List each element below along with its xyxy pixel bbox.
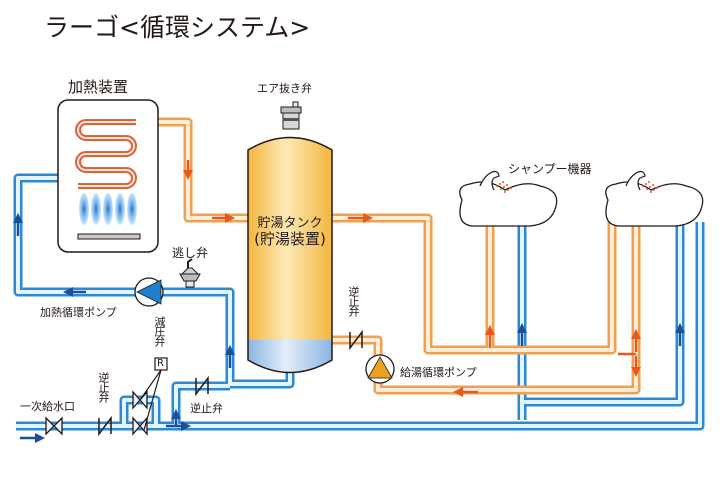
burner-flames-icon bbox=[79, 193, 137, 225]
shampoo-unit-1-icon bbox=[459, 170, 558, 227]
tank-inlet-check-valve-icon bbox=[195, 375, 209, 397]
tank-label-line1: 貯湯タンク bbox=[257, 216, 323, 231]
regulator-mark: R bbox=[157, 358, 164, 369]
supply-circulation-pump-icon bbox=[365, 354, 395, 384]
heater-label: 加熱装置 bbox=[68, 78, 129, 96]
relief-valve-label: 逃し弁 bbox=[172, 246, 209, 260]
storage-tank bbox=[247, 136, 333, 374]
shampoo-equipment-label: シャンプー機器 bbox=[508, 162, 592, 176]
tank-inlet-check-valve-label: 逆止弁 bbox=[190, 402, 223, 415]
burner-plate-icon bbox=[77, 233, 141, 240]
water-inlet-label: 一次給水口 bbox=[20, 400, 75, 413]
air-vent-valve-icon bbox=[280, 101, 302, 130]
relief-valve-icon bbox=[179, 258, 201, 288]
flow-arrows bbox=[13, 160, 685, 443]
tank-label-line2: (貯湯装置) bbox=[254, 230, 326, 248]
heater-unit bbox=[57, 99, 159, 253]
diagram-title: ラーゴ<循環システム> bbox=[44, 13, 311, 42]
water-inlet-gate-valve-icon bbox=[45, 416, 63, 436]
pressure-reducing-valve-label: 減圧弁 bbox=[153, 316, 166, 346]
tank-outlet-check-valve-icon bbox=[349, 329, 363, 351]
inlet-check-valve-icon bbox=[98, 415, 112, 437]
air-vent-label: エア抜き弁 bbox=[257, 82, 312, 95]
heating-circulation-pump-icon bbox=[134, 277, 164, 307]
tank-outlet-check-valve-label: 逆止弁 bbox=[347, 286, 360, 316]
shampoo-unit-2-icon bbox=[605, 170, 704, 227]
supply-pump-label: 給湯循環ポンプ bbox=[400, 366, 477, 379]
heating-pump-label: 加熱循環ポンプ bbox=[40, 306, 117, 319]
inlet-check-valve-label: 逆止弁 bbox=[97, 372, 110, 402]
pressure-reducing-valve-icon bbox=[139, 357, 168, 431]
